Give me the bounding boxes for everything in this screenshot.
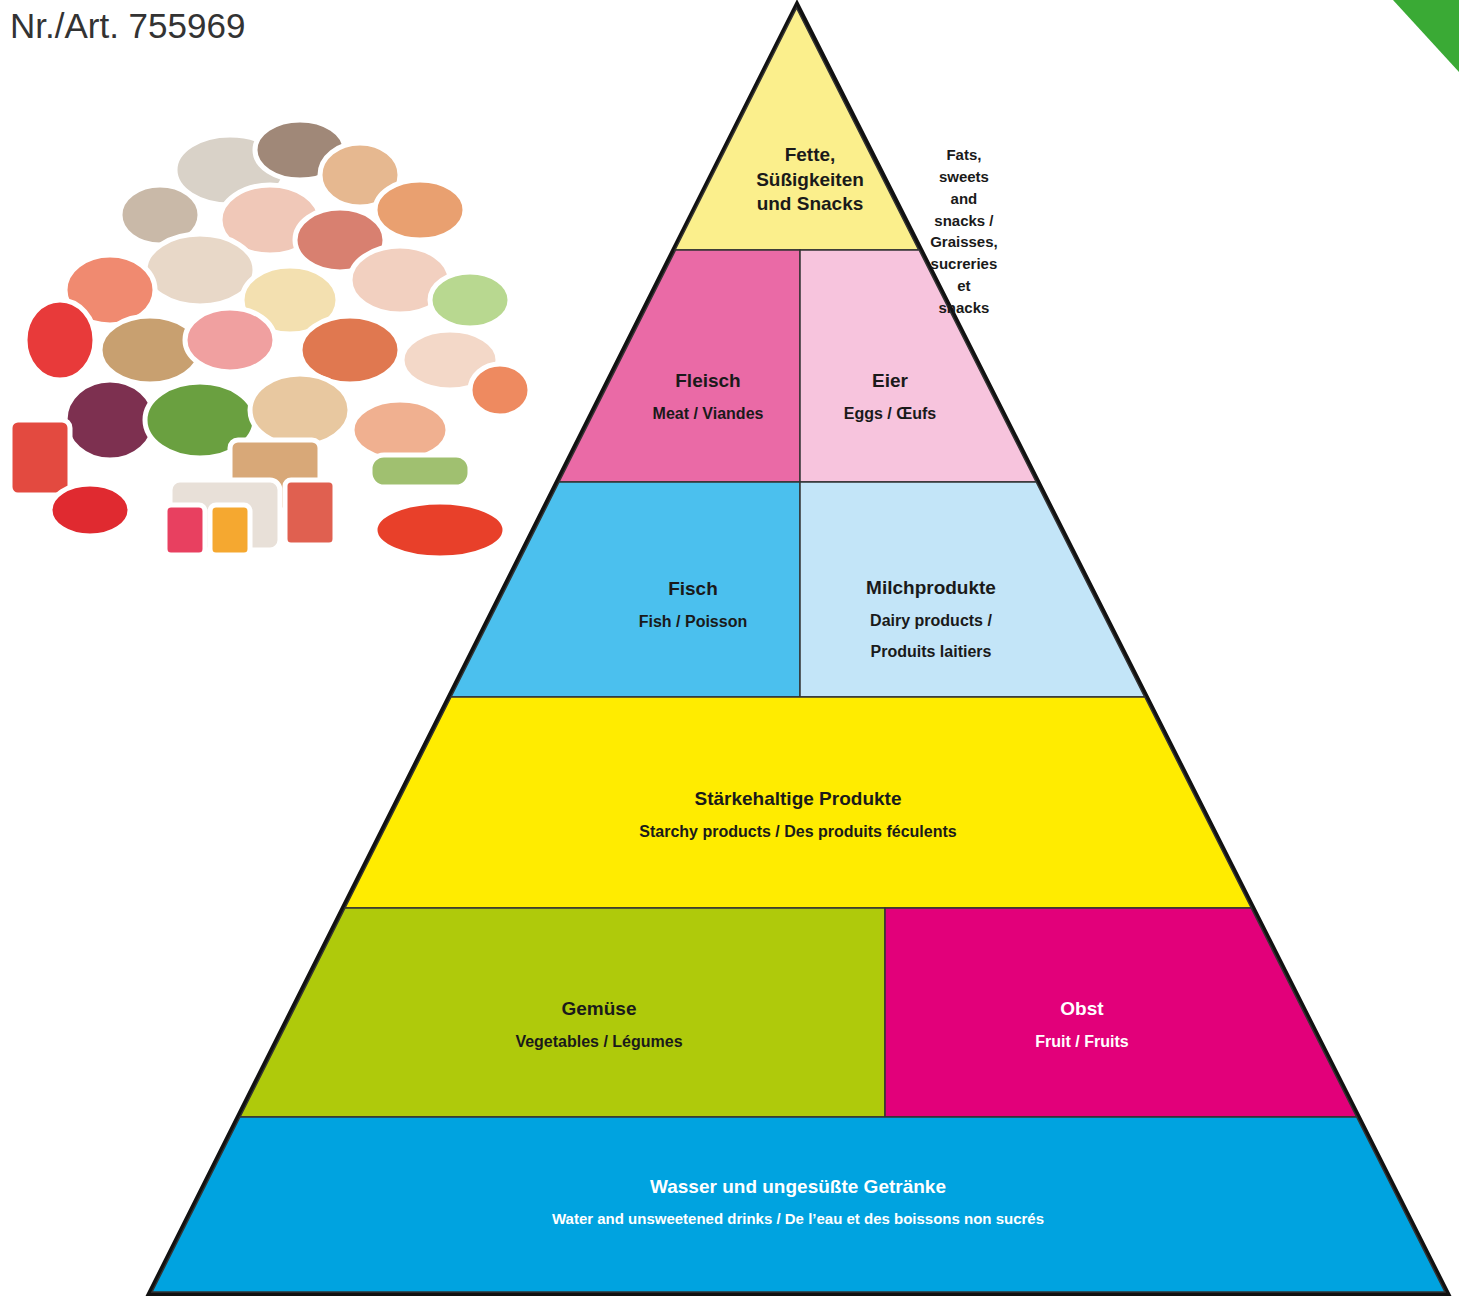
pyramid-section: FischFish / Poisson	[451, 482, 800, 697]
pyramid-section: Wasser und ungesüßte GetränkeWater and u…	[152, 1117, 1445, 1292]
text-group: EierEggs / Œufs	[844, 369, 936, 429]
section-shape	[451, 482, 800, 697]
pyramid-section: EierEggs / Œufs	[800, 250, 1036, 482]
group-heading: Obst	[1035, 997, 1128, 1022]
text-group: GemüseVegetables / Légumes	[515, 997, 682, 1057]
text-group: ObstFruit / Fruits	[1035, 997, 1128, 1057]
article-number: Nr./Art. 755969	[10, 6, 245, 46]
section-shape	[559, 250, 800, 482]
pyramid-border	[152, 8, 1445, 1292]
group-heading: Gemüse	[515, 997, 682, 1022]
pyramid-section: Stärkehaltige ProdukteStarchy products /…	[345, 697, 1251, 908]
text-group: FleischMeat / Viandes	[653, 369, 764, 429]
group-heading: Wasser und ungesüßte Getränke	[552, 1175, 1044, 1200]
section-fill	[885, 908, 1357, 1117]
food-cutouts	[10, 120, 530, 558]
group-heading: Milchprodukte	[847, 576, 1015, 601]
pyramid-section: GemüseVegetables / Légumes	[240, 908, 885, 1117]
section-fill	[800, 250, 1036, 482]
text-group: Fats, sweets and snacks / Graisses, sucr…	[930, 144, 998, 318]
group-translation: Fruit / Fruits	[1035, 1026, 1128, 1057]
corner-triangle	[1393, 0, 1459, 72]
section-fill	[675, 8, 919, 250]
section-shape	[800, 250, 1036, 482]
section-shape	[152, 1117, 1445, 1292]
group-heading: Fleisch	[653, 369, 764, 394]
section-fill	[345, 697, 1251, 908]
section-fill	[451, 482, 800, 697]
group-heading: Fette, Süßigkeiten und Snacks	[745, 143, 875, 217]
text-group: FischFish / Poisson	[639, 577, 747, 637]
section-fill	[240, 908, 885, 1117]
group-translation: Meat / Viandes	[653, 398, 764, 429]
group-translation: Vegetables / Légumes	[515, 1026, 682, 1057]
pyramid-section: Fette, Süßigkeiten und SnacksFats, sweet…	[675, 8, 919, 250]
pyramid-section: FleischMeat / Viandes	[559, 250, 800, 482]
group-translation: Fish / Poisson	[639, 606, 747, 637]
section-fill	[559, 250, 800, 482]
text-group: Wasser und ungesüßte GetränkeWater and u…	[552, 1175, 1044, 1233]
group-heading: Fisch	[639, 577, 747, 602]
group-translation: Dairy products / Produits laitiers	[847, 605, 1015, 667]
pyramid-section: MilchprodukteDairy products / Produits l…	[800, 482, 1145, 697]
text-group: Stärkehaltige ProdukteStarchy products /…	[639, 787, 956, 847]
section-fill	[152, 1117, 1445, 1292]
text-group: MilchprodukteDairy products / Produits l…	[847, 576, 1015, 667]
section-fill	[800, 482, 1145, 697]
group-translation: Water and unsweetened drinks / De l’eau …	[552, 1204, 1044, 1233]
group-translation: Starchy products / Des produits féculent…	[639, 816, 956, 847]
group-translation: Eggs / Œufs	[844, 398, 936, 429]
text-group: Fette, Süßigkeiten und Snacks	[745, 143, 875, 217]
group-heading: Stärkehaltige Produkte	[639, 787, 956, 812]
group-heading: Eier	[844, 369, 936, 394]
pyramid-section: ObstFruit / Fruits	[885, 908, 1357, 1117]
section-shape	[885, 908, 1357, 1117]
group-translation: Fats, sweets and snacks / Graisses, sucr…	[930, 144, 998, 318]
